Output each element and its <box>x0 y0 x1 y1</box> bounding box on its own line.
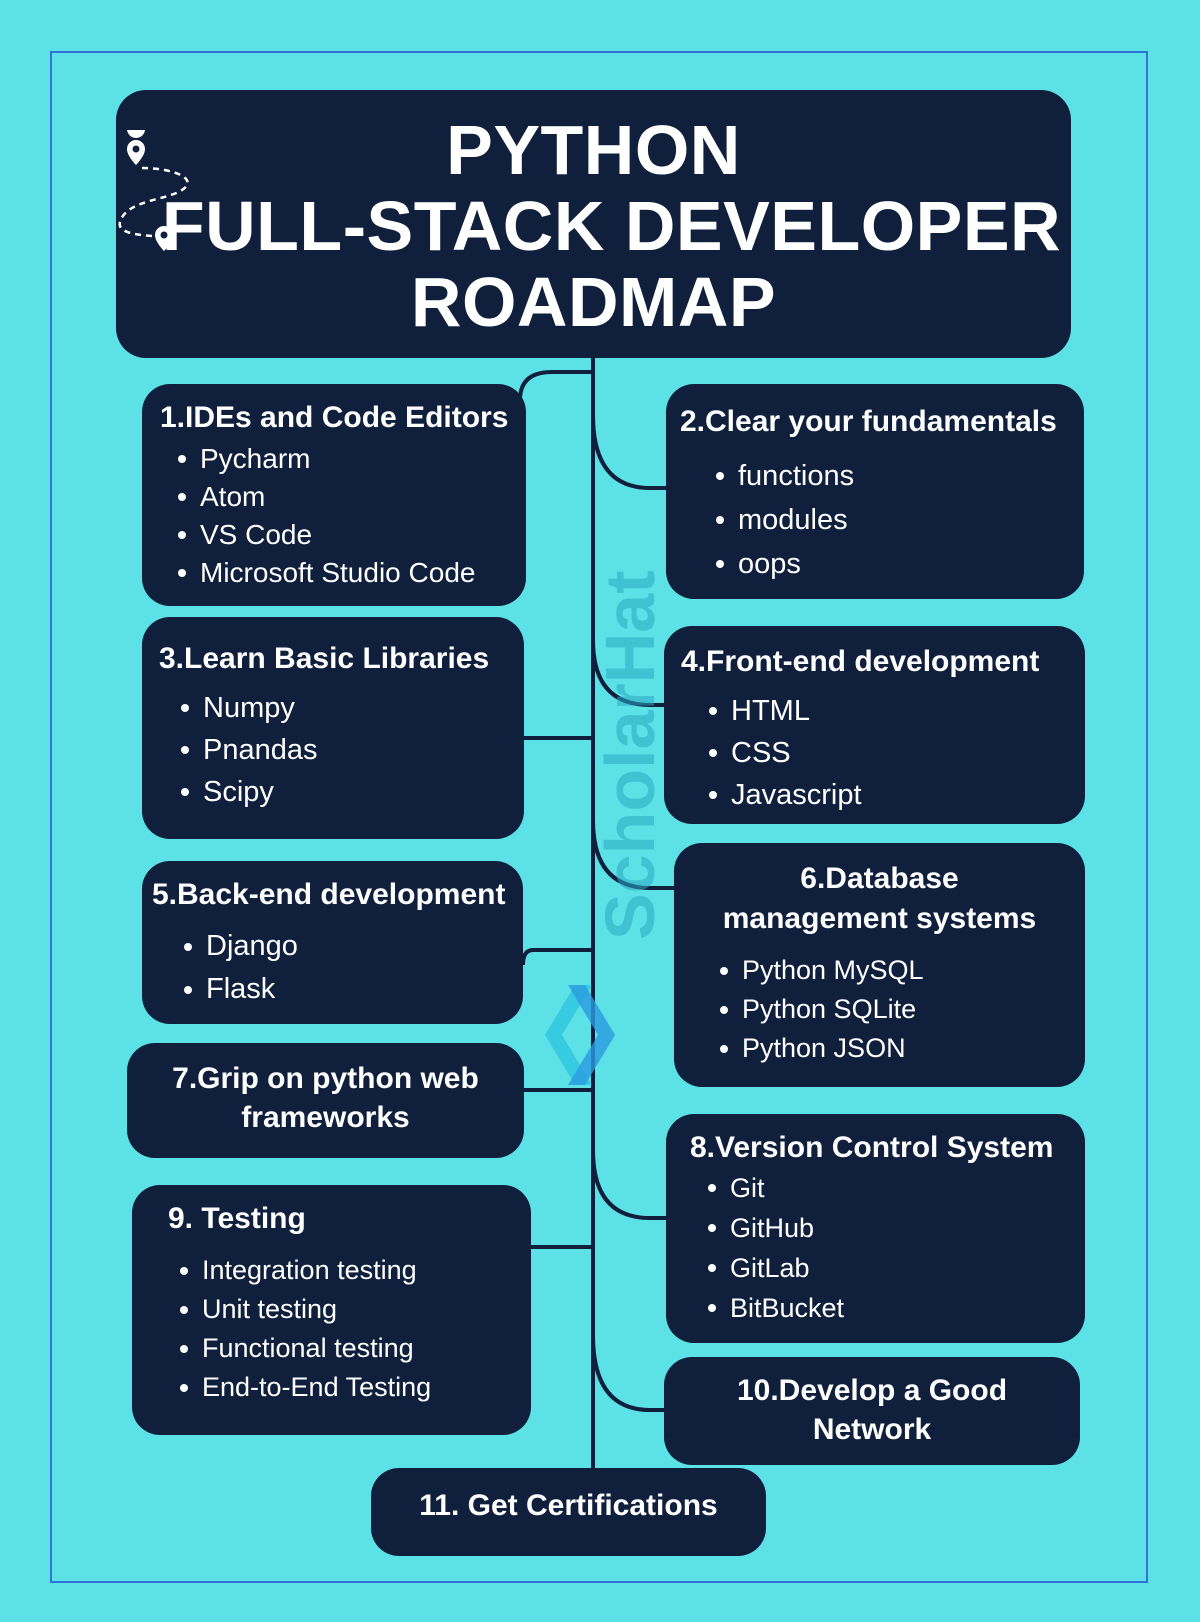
title-line-1: PYTHON <box>446 111 741 189</box>
step-1-title: 1.IDEs and Code Editors <box>160 401 509 434</box>
step-1-list: Pycharm Atom VS Code Microsoft Studio Co… <box>176 440 526 592</box>
connector-10 <box>591 1334 666 1412</box>
step-2-list: functions modules oops <box>714 454 1084 586</box>
step-11-title: 11. Get Certifications <box>419 1489 718 1522</box>
step-2-title: 2.Clear your fundamentals <box>680 405 1057 438</box>
list-item: oops <box>714 542 1084 586</box>
connector-2 <box>591 414 668 490</box>
step-4-card: 4.Front-end development HTML CSS Javascr… <box>664 626 1085 824</box>
list-item: Flask <box>182 968 523 1011</box>
connector-5 <box>521 948 593 966</box>
list-item: Pycharm <box>176 440 526 478</box>
step-11-card: 11. Get Certifications <box>371 1468 766 1556</box>
list-item: GitHub <box>706 1208 1085 1248</box>
list-item: GitLab <box>706 1248 1085 1288</box>
step-7-card: 7.Grip on python web frameworks <box>127 1043 524 1158</box>
list-item: Javascript <box>707 774 1085 816</box>
step-8-list: Git GitHub GitLab BitBucket <box>706 1168 1085 1328</box>
watermark-text: ScholarHat <box>591 570 669 940</box>
title-line-2: FULL-STACK DEVELOPER <box>161 187 1062 265</box>
title-line-3: ROADMAP <box>410 263 777 341</box>
step-5-card: 5.Back-end development Django Flask <box>142 861 523 1024</box>
step-3-list: Numpy Pnandas Scipy <box>179 687 524 813</box>
step-9-title: 9. Testing <box>168 1202 306 1235</box>
step-7-title: 7.Grip on python web frameworks <box>172 1062 479 1134</box>
list-item: Atom <box>176 478 526 516</box>
route-map-pin-icon <box>118 130 189 251</box>
list-item: BitBucket <box>706 1288 1085 1328</box>
step-2-card: 2.Clear your fundamentals functions modu… <box>666 384 1084 599</box>
step-9-list: Integration testing Unit testing Functio… <box>178 1251 531 1407</box>
list-item: Unit testing <box>178 1290 531 1329</box>
scholarhat-logo-icon <box>545 985 615 1085</box>
connector-8 <box>591 1149 668 1220</box>
list-item: Functional testing <box>178 1329 531 1368</box>
list-item: Python MySQL <box>718 951 1075 990</box>
connector-1 <box>518 370 593 401</box>
step-4-title: 4.Front-end development <box>681 645 1040 678</box>
outer-frame <box>50 51 1148 1583</box>
header-banner: PYTHON FULL-STACK DEVELOPER ROADMAP <box>116 90 1071 358</box>
list-item: Django <box>182 925 523 968</box>
step-4-list: HTML CSS Javascript <box>707 690 1085 816</box>
step-5-list: Django Flask <box>182 925 523 1011</box>
list-item: Numpy <box>179 687 524 729</box>
step-10-title: 10.Develop a Good Network <box>736 1374 1008 1446</box>
step-3-title: 3.Learn Basic Libraries <box>159 642 490 675</box>
step-8-card: 8.Version Control System Git GitHub GitL… <box>666 1114 1085 1343</box>
list-item: Pnandas <box>179 729 524 771</box>
step-8-title: 8.Version Control System <box>690 1131 1054 1164</box>
step-5-title: 5.Back-end development <box>152 878 506 911</box>
list-item: End-to-End Testing <box>178 1368 531 1407</box>
step-9-card: 9. Testing Integration testing Unit test… <box>132 1185 531 1435</box>
step-10-card: 10.Develop a Good Network <box>664 1357 1080 1465</box>
step-6-list: Python MySQL Python SQLite Python JSON <box>718 951 1075 1068</box>
list-item: modules <box>714 498 1084 542</box>
list-item: HTML <box>707 690 1085 732</box>
list-item: VS Code <box>176 516 526 554</box>
list-item: Git <box>706 1168 1085 1208</box>
step-6-title: 6.Database management systems <box>722 862 1037 935</box>
step-1-card: 1.IDEs and Code Editors Pycharm Atom VS … <box>142 384 526 606</box>
list-item: Integration testing <box>178 1251 531 1290</box>
list-item: Python JSON <box>718 1029 1075 1068</box>
list-item: Python SQLite <box>718 990 1075 1029</box>
list-item: functions <box>714 454 1084 498</box>
connector-4 <box>591 639 666 707</box>
list-item: Scipy <box>179 771 524 813</box>
list-item: CSS <box>707 732 1085 774</box>
connector-6 <box>591 819 676 890</box>
step-6-card: 6.Database management systems Python MyS… <box>674 843 1085 1087</box>
step-3-card: 3.Learn Basic Libraries Numpy Pnandas Sc… <box>142 617 524 839</box>
list-item: Microsoft Studio Code <box>176 554 526 592</box>
